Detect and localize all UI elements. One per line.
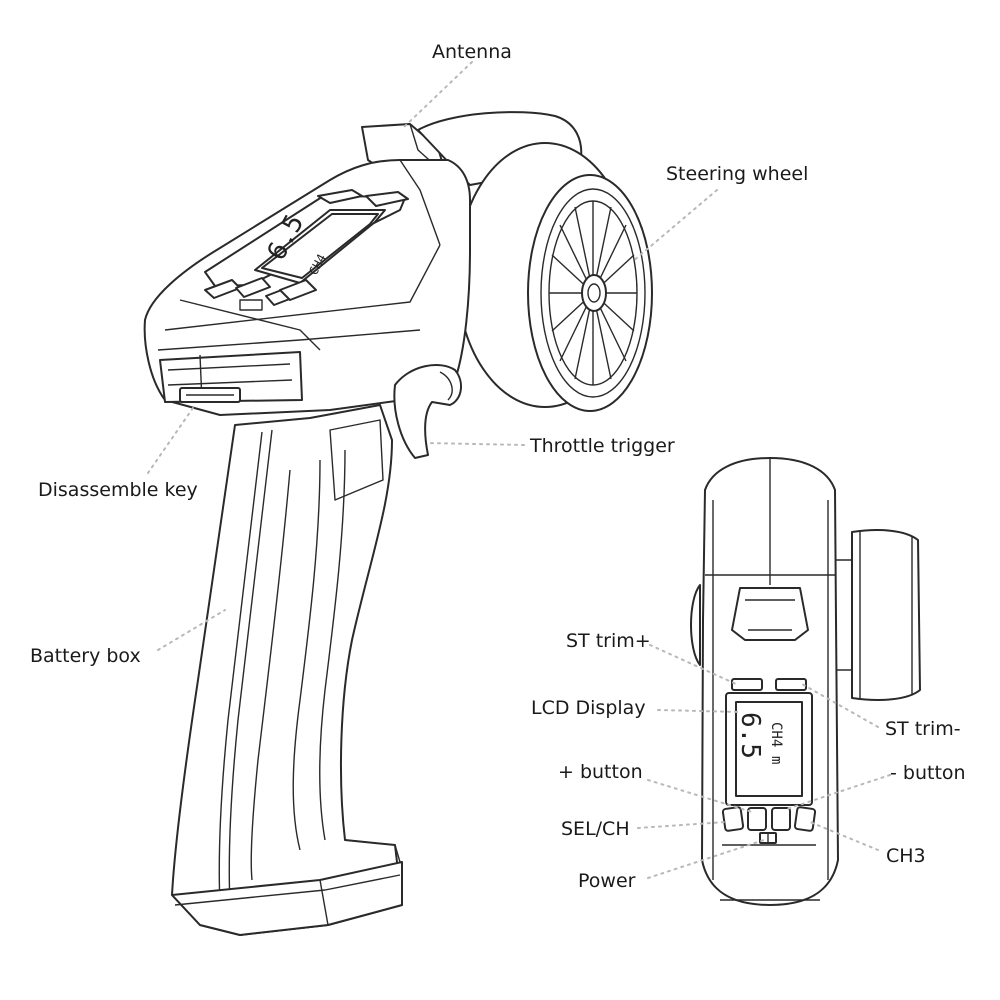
leader-throttle-trigger bbox=[427, 442, 525, 446]
lcd-panel-side: 6.5 CH4 bbox=[204, 189, 409, 287]
top-view-antenna bbox=[731, 587, 809, 641]
label-power: Power bbox=[578, 870, 636, 892]
top-view-left-bump bbox=[690, 584, 701, 666]
st-trim-button-side-b[interactable] bbox=[365, 191, 409, 207]
label-minus-button: - button bbox=[890, 762, 966, 784]
lcd-display-screen bbox=[735, 701, 803, 797]
ch3-button[interactable] bbox=[793, 806, 817, 832]
leader-lcd-display bbox=[657, 709, 741, 713]
throttle-trigger-graphic[interactable] bbox=[393, 364, 462, 459]
st-trim-minus-button[interactable] bbox=[775, 678, 807, 691]
leader-st-trim-minus bbox=[801, 683, 879, 728]
st-trim-plus-button[interactable] bbox=[731, 678, 763, 691]
leader-plus-button bbox=[647, 779, 753, 813]
leader-lines bbox=[147, 61, 891, 879]
label-sel-ch: SEL/CH bbox=[561, 818, 630, 840]
leader-power bbox=[647, 839, 765, 879]
leader-disassemble-key bbox=[147, 404, 196, 474]
st-trim-button-side-a[interactable] bbox=[317, 189, 363, 204]
lcd-mode-label: m bbox=[768, 756, 784, 764]
leader-ch3 bbox=[809, 821, 879, 851]
leader-minus-button bbox=[783, 774, 891, 811]
grip-handle bbox=[171, 404, 403, 936]
label-st-trim-plus: ST trim+ bbox=[566, 630, 651, 652]
sel-ch-button[interactable] bbox=[721, 806, 745, 832]
label-st-trim-minus: ST trim- bbox=[885, 718, 961, 740]
label-ch3: CH3 bbox=[886, 845, 926, 867]
lcd-channel-label: CH4 bbox=[768, 722, 784, 747]
label-battery-box: Battery box bbox=[30, 645, 141, 667]
label-lcd-display: LCD Display bbox=[531, 697, 646, 719]
side-button-2[interactable] bbox=[235, 277, 271, 298]
leader-antenna bbox=[403, 61, 473, 128]
leader-st-trim-plus bbox=[649, 644, 737, 685]
label-plus-button: + button bbox=[558, 761, 643, 783]
label-steering-wheel: Steering wheel bbox=[666, 163, 808, 185]
lcd-main-value: 6.5 bbox=[735, 712, 765, 759]
leader-battery-box bbox=[157, 609, 226, 651]
leader-sel-ch bbox=[637, 821, 727, 829]
labels: Antenna Steering wheel Throttle trigger … bbox=[30, 41, 966, 892]
label-antenna: Antenna bbox=[432, 41, 512, 63]
label-throttle-trigger: Throttle trigger bbox=[529, 435, 675, 457]
leader-steering-wheel bbox=[631, 189, 718, 263]
top-view-wheel bbox=[836, 529, 921, 701]
minus-button[interactable] bbox=[771, 807, 791, 831]
label-disassemble-key: Disassemble key bbox=[38, 479, 198, 501]
transmitter-side-view: 6.5 CH4 bbox=[143, 111, 653, 936]
transmitter-top-view: 6.5 CH4 m bbox=[690, 457, 921, 906]
steering-wheel-graphic bbox=[456, 142, 653, 412]
side-button-4[interactable] bbox=[279, 279, 317, 301]
plus-button[interactable] bbox=[747, 807, 767, 831]
side-buttons bbox=[204, 277, 317, 311]
